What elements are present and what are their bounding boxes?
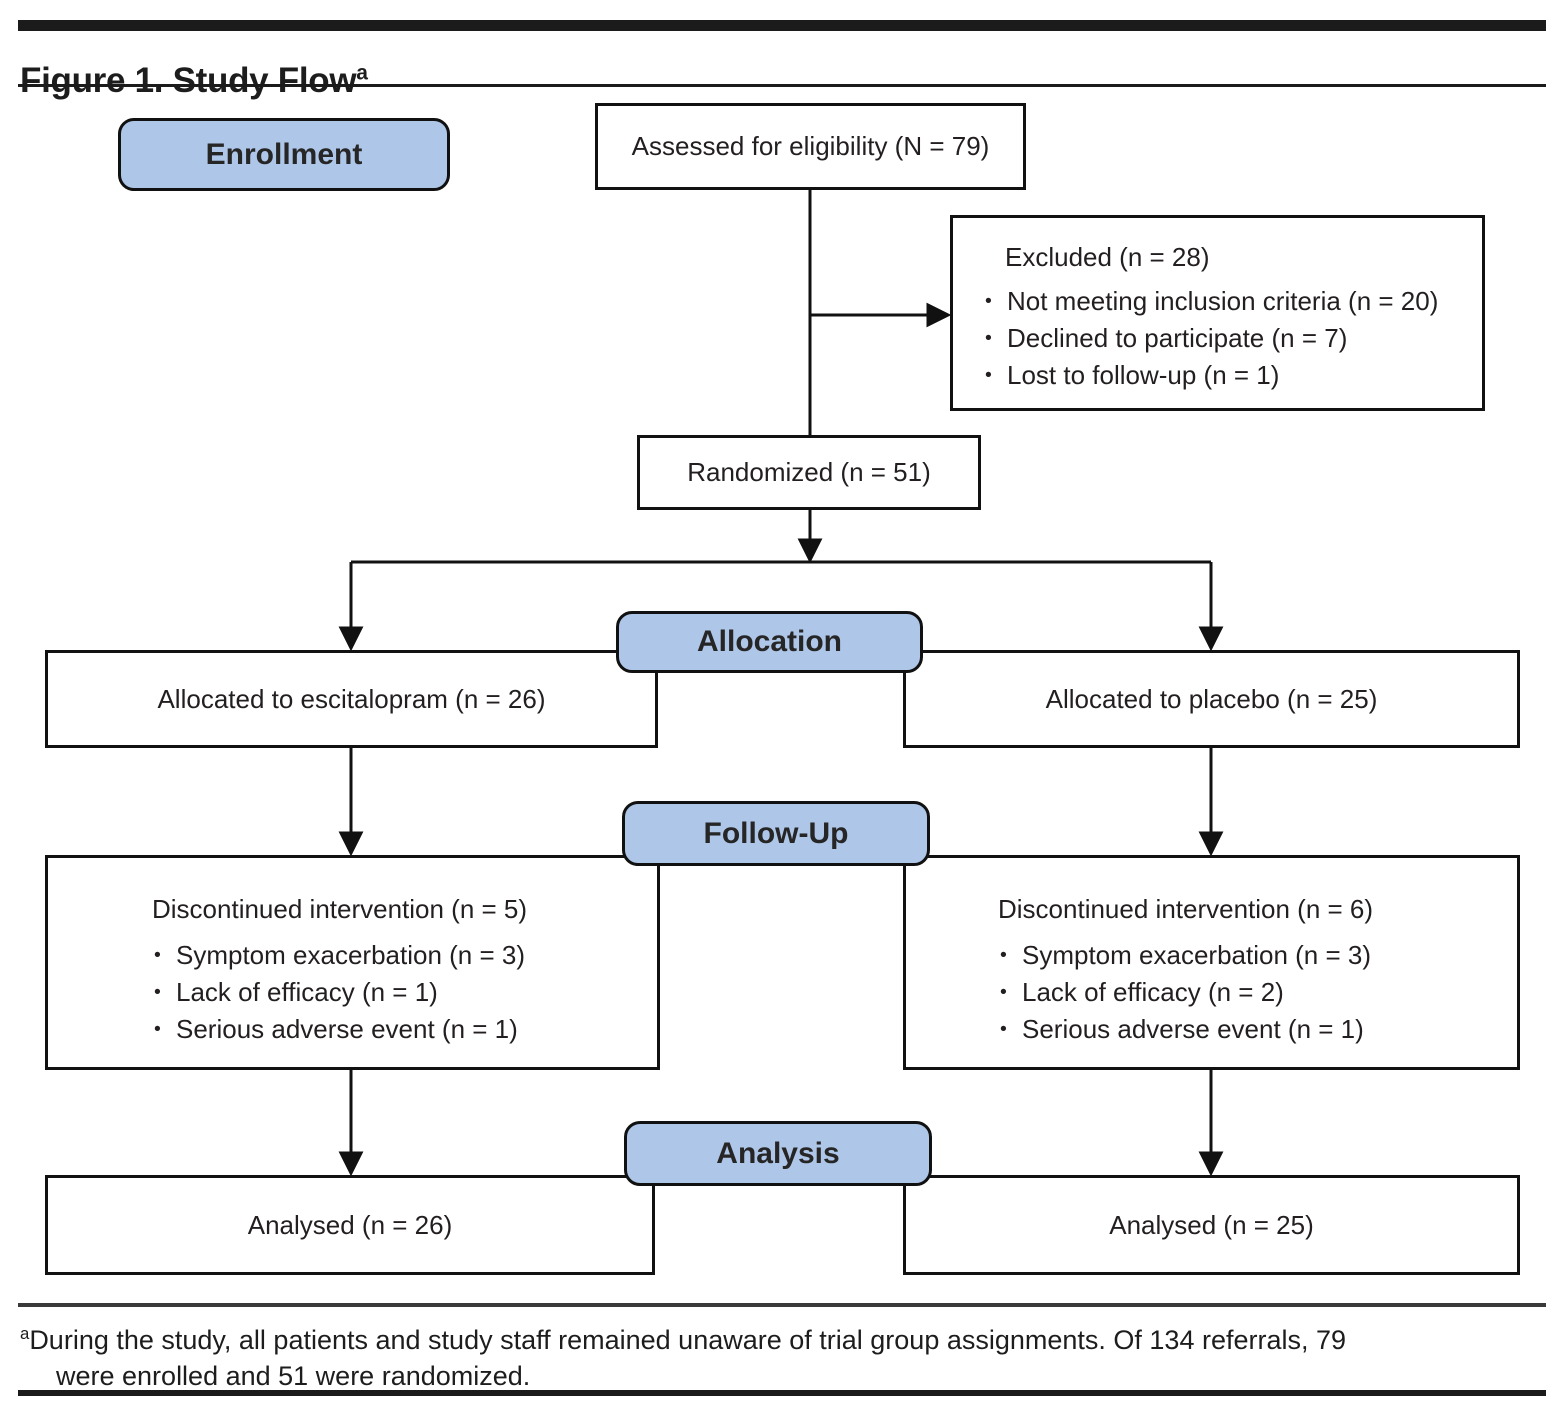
footnote-marker: a bbox=[20, 1324, 30, 1343]
footnote-text-2: were enrolled and 51 were randomized. bbox=[56, 1361, 531, 1391]
top-rule bbox=[18, 20, 1546, 31]
assessed-label: Assessed for eligibility (N = 79) bbox=[631, 131, 990, 161]
analysed-placebo-label: Analysed (n = 25) bbox=[1109, 1209, 1314, 1240]
excluded-heading: Excluded (n = 28) bbox=[1005, 242, 1210, 272]
footnote-text-1: During the study, all patients and study… bbox=[29, 1325, 1347, 1355]
list-item: Lack of efficacy (n = 2) bbox=[1022, 974, 1517, 1011]
box-randomized: Randomized (n = 51) bbox=[637, 435, 981, 510]
connector-split-to-escitalopram bbox=[338, 562, 364, 652]
figure-title-text: Figure 1. Study Flow bbox=[20, 61, 357, 101]
list-item: Symptom exacerbation (n = 3) bbox=[1022, 937, 1517, 974]
list-item: Not meeting inclusion criteria (n = 20) bbox=[1007, 283, 1482, 320]
analysed-escitalopram-label: Analysed (n = 26) bbox=[247, 1209, 453, 1240]
allocated-escitalopram-label: Allocated to escitalopram (n = 26) bbox=[157, 683, 546, 714]
bottom-rule bbox=[18, 1390, 1546, 1396]
connector-escitalopram-to-followup bbox=[338, 748, 364, 857]
discontinued-placebo-list: Symptom exacerbation (n = 3) Lack of eff… bbox=[998, 937, 1517, 1048]
box-allocated-placebo: Allocated to placebo (n = 25) bbox=[903, 650, 1520, 748]
footnote-line-2: were enrolled and 51 were randomized. bbox=[20, 1358, 1544, 1394]
list-item: Lost to follow-up (n = 1) bbox=[1007, 357, 1482, 394]
title-rule bbox=[18, 84, 1546, 87]
list-item: Lack of efficacy (n = 1) bbox=[176, 974, 657, 1011]
stage-pill-enrollment: Enrollment bbox=[118, 118, 450, 191]
connector-followup-to-analysis-left bbox=[338, 1070, 364, 1177]
discontinued-placebo-heading: Discontinued intervention (n = 6) bbox=[998, 894, 1374, 924]
allocated-placebo-label: Allocated to placebo (n = 25) bbox=[1045, 683, 1378, 714]
randomized-label: Randomized (n = 51) bbox=[687, 457, 931, 487]
box-assessed-eligibility: Assessed for eligibility (N = 79) bbox=[595, 103, 1026, 190]
list-item: Symptom exacerbation (n = 3) bbox=[176, 937, 657, 974]
discontinued-escitalopram-heading: Discontinued intervention (n = 5) bbox=[152, 894, 528, 924]
list-item: Serious adverse event (n = 1) bbox=[176, 1011, 657, 1048]
excluded-list: Not meeting inclusion criteria (n = 20) … bbox=[983, 283, 1482, 394]
box-discontinued-escitalopram: Discontinued intervention (n = 5) Sympto… bbox=[45, 855, 660, 1070]
connector-placebo-to-followup bbox=[1198, 748, 1224, 857]
connector-split-to-placebo bbox=[1198, 562, 1224, 652]
stage-pill-allocation: Allocation bbox=[616, 611, 923, 673]
box-allocated-escitalopram: Allocated to escitalopram (n = 26) bbox=[45, 650, 658, 748]
connector-followup-to-analysis-right bbox=[1198, 1070, 1224, 1177]
allocation-label: Allocation bbox=[696, 625, 842, 658]
connector-randomized-to-split bbox=[351, 510, 1211, 564]
box-discontinued-placebo: Discontinued intervention (n = 6) Sympto… bbox=[903, 855, 1520, 1070]
figure-title-superscript: a bbox=[356, 61, 368, 85]
box-analysed-placebo: Analysed (n = 25) bbox=[903, 1175, 1520, 1275]
figure-title: Figure 1. Study Flowa bbox=[20, 61, 368, 101]
stage-pill-analysis: Analysis bbox=[624, 1121, 932, 1186]
follow-up-label: Follow-Up bbox=[703, 816, 849, 850]
box-analysed-escitalopram: Analysed (n = 26) bbox=[45, 1175, 655, 1275]
analysis-label: Analysis bbox=[716, 1136, 840, 1170]
discontinued-escitalopram-list: Symptom exacerbation (n = 3) Lack of eff… bbox=[152, 937, 657, 1048]
footnote-rule bbox=[18, 1303, 1546, 1307]
list-item: Declined to participate (n = 7) bbox=[1007, 320, 1482, 357]
list-item: Serious adverse event (n = 1) bbox=[1022, 1011, 1517, 1048]
stage-pill-follow-up: Follow-Up bbox=[622, 801, 930, 866]
box-excluded: Excluded (n = 28) Not meeting inclusion … bbox=[950, 215, 1485, 411]
enrollment-label: Enrollment bbox=[205, 137, 363, 171]
footnote: aDuring the study, all patients and stud… bbox=[20, 1316, 1544, 1394]
footnote-line-1: aDuring the study, all patients and stud… bbox=[20, 1316, 1544, 1358]
connector-to-excluded bbox=[810, 302, 952, 328]
